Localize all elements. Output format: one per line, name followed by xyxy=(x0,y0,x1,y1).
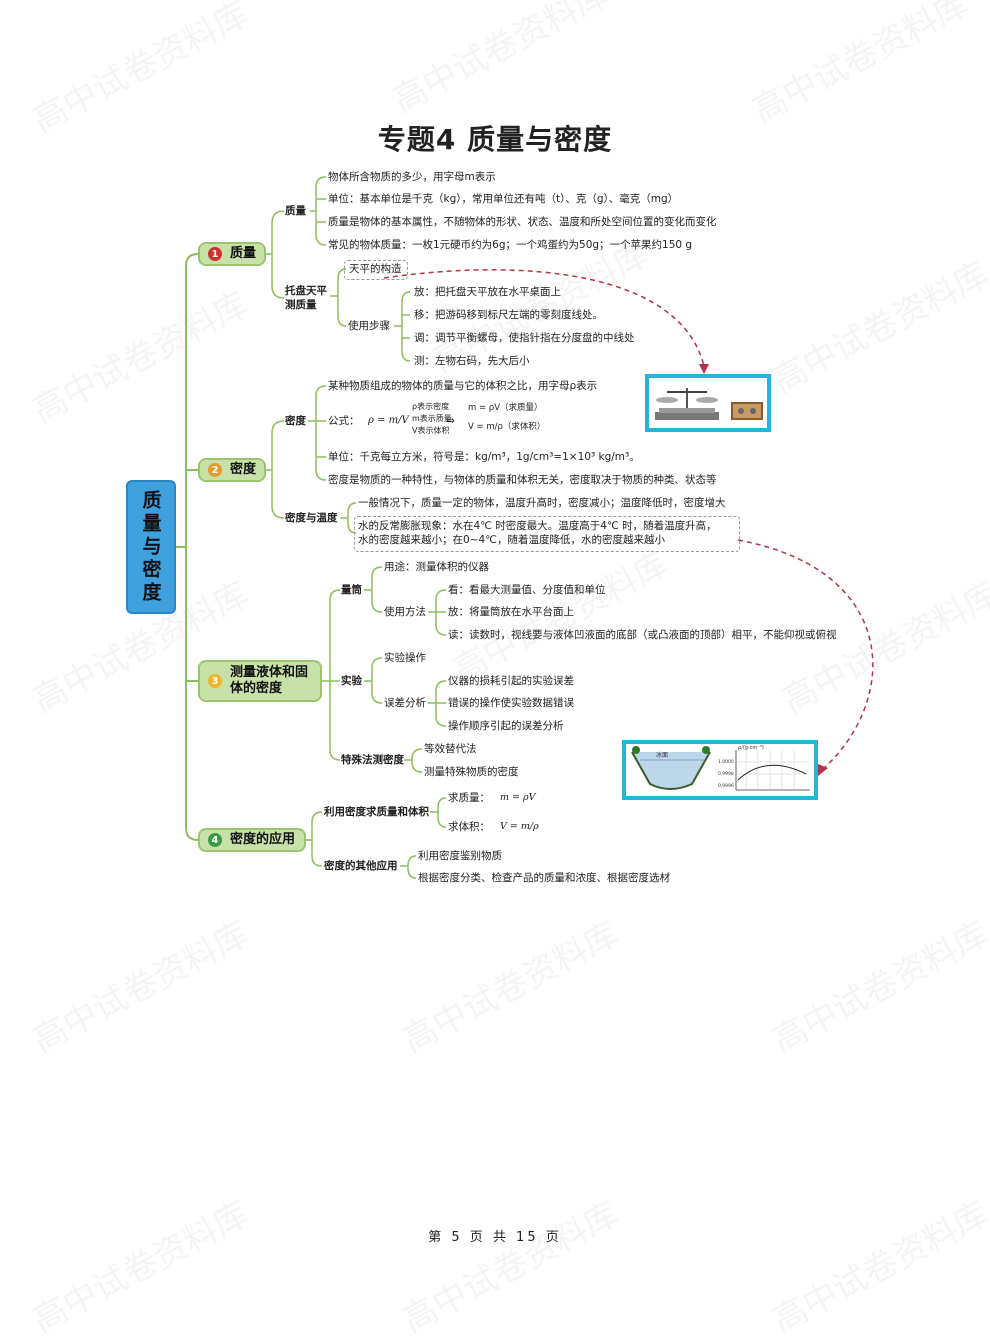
leaf-text: 调：调节平衡螺母，使指针指在分度盘的中线处 xyxy=(414,332,635,344)
leaf-text: 水的密度越来越小；在0~4℃，随着温度降低，水的密度越来越小 xyxy=(358,534,665,546)
branch-cylinder: 量筒 xyxy=(341,584,362,596)
section-label: 测量液体和固体的密度 xyxy=(230,665,309,696)
leaf-text: 读：读数时，视线要与液体凹液面的底部（或凸液面的顶部）相平，不能仰视或俯视 xyxy=(448,629,837,641)
leaf-text: 测量特殊物质的密度 xyxy=(424,766,519,778)
y-tick: 1.0000 xyxy=(718,759,734,765)
leaf-text: 质量是物体的基本属性，不随物体的形状、状态、温度和所处空间位置的变化而变化 xyxy=(328,216,717,228)
leaf-text: 水的反常膨胀现象：水在4℃ 时密度最大。温度高于4℃ 时，随着温度升高， xyxy=(358,520,717,532)
branch-method: 使用方法 xyxy=(384,606,426,618)
branch-error: 误差分析 xyxy=(384,697,426,709)
branch-balance: 托盘天平测质量 xyxy=(285,285,327,311)
formula-derived: m = ρV xyxy=(500,792,536,803)
leaf-text: 求体积： xyxy=(448,821,490,833)
branch-density: 密度 xyxy=(285,415,306,427)
leaf-text: 看：看最大测量值、分度值和单位 xyxy=(448,584,606,596)
formula-derived: m = ρV（求质量） xyxy=(468,403,543,413)
section-number-badge: 1 xyxy=(208,247,222,261)
leaf-text: 错误的操作使实验数据错误 xyxy=(448,697,574,709)
section-number-badge: 4 xyxy=(208,833,222,847)
leaf-text: 求质量： xyxy=(448,792,490,804)
branch-steps: 使用步骤 xyxy=(348,320,390,332)
section-density-application: 4 密度的应用 xyxy=(198,828,306,852)
formula-note: ρ表示密度 xyxy=(412,402,450,411)
section-label: 密度的应用 xyxy=(230,832,296,847)
structure-box xyxy=(344,260,408,280)
leaf-text: 放：把托盘天平放在水平桌面上 xyxy=(414,286,561,298)
branch-other-uses: 密度的其他应用 xyxy=(324,860,398,872)
page-title: 专题4 质量与密度 xyxy=(377,123,613,156)
balance-image xyxy=(645,374,771,432)
formula-note: m表示质量 xyxy=(412,414,452,423)
section-number-badge: 3 xyxy=(208,674,222,688)
section-label: 质量 xyxy=(230,246,257,261)
water-label: 冰面 xyxy=(656,751,668,759)
water-density-illustration: 冰面 ρ/(g·cm⁻³) 1.0000 0.9998 0.9996 xyxy=(631,745,810,791)
leaf-text: 用途：测量体积的仪器 xyxy=(384,561,489,573)
branch-mass: 质量 xyxy=(285,205,306,217)
leaf-text: 常见的物体质量：一枚1元硬币约为6g；一个鸡蛋约为50g；一个苹果约150 g xyxy=(328,239,693,251)
leaf-text: 操作顺序引起的误差分析 xyxy=(448,720,564,732)
leaf-text: 物体所含物质的多少，用字母m表示 xyxy=(328,171,496,183)
formula-derived: V = m/ρ xyxy=(500,821,539,832)
arrow-symbol: ⇒ xyxy=(446,415,455,427)
water-anomaly-box xyxy=(354,516,740,552)
leaf-text: 密度是物质的一种特性，与物体的质量和体积无关，密度取决于物质的种类、状态等 xyxy=(328,474,717,486)
root-label: 质量与密度 xyxy=(139,489,162,605)
leaf-text: 某种物质组成的物体的质量与它的体积之比，用字母ρ表示 xyxy=(328,380,598,392)
branch-special-method: 特殊法测密度 xyxy=(341,754,404,766)
leaf-text: 利用密度鉴别物质 xyxy=(418,850,502,862)
leaf-text: 一般情况下，质量一定的物体，温度升高时，密度减小；温度降低时，密度增大 xyxy=(358,497,726,509)
leaf-text: 仪器的损耗引起的实验误差 xyxy=(448,675,574,687)
leaf-text: 单位：基本单位是千克（kg），常用单位还有吨（t）、克（g）、毫克（mg） xyxy=(328,193,679,205)
root-node: 质量与密度 xyxy=(126,480,176,614)
page-footer: 第 5 页 共 15 页 xyxy=(428,1230,562,1245)
branch-calc: 利用密度求质量和体积 xyxy=(324,806,429,818)
formula-label: 公式： xyxy=(328,415,360,427)
balance-illustration xyxy=(655,388,763,420)
leaf-text: 移：把游码移到标尺左端的零刻度线处。 xyxy=(414,309,603,321)
formula-derived: V = m/ρ（求体积） xyxy=(468,422,546,432)
leaf-text: 单位：千克每立方米，符号是：kg/m³，1g/cm³=1×10³ kg/m³。 xyxy=(328,451,640,463)
section-density: 2 密度 xyxy=(198,458,266,482)
section-measure-density: 3 测量液体和固体的密度 xyxy=(198,660,322,702)
formula-main: ρ = m/V xyxy=(368,415,409,426)
y-tick: 0.9998 xyxy=(718,771,734,777)
leaf-text: 实验操作 xyxy=(384,652,426,664)
leaf-text: 放：将量筒放在水平台面上 xyxy=(448,606,574,618)
water-density-image: 冰面 ρ/(g·cm⁻³) 1.0000 0.9998 0.9996 xyxy=(622,740,818,800)
branch-experiment: 实验 xyxy=(341,675,362,687)
section-number-badge: 2 xyxy=(208,463,222,477)
formula-note: V表示体积 xyxy=(412,426,450,435)
leaf-text: 天平的构造 xyxy=(349,263,402,275)
leaf-text: 等效替代法 xyxy=(424,743,477,755)
chart-y-label: ρ/(g·cm⁻³) xyxy=(738,745,764,751)
branch-density-temperature: 密度与温度 xyxy=(285,512,338,524)
y-tick: 0.9996 xyxy=(718,783,734,789)
leaf-text: 根据密度分类、检查产品的质量和浓度、根据密度选材 xyxy=(418,872,670,884)
section-label: 密度 xyxy=(230,462,257,477)
leaf-text: 测：左物右码，先大后小 xyxy=(414,355,530,367)
section-mass: 1 质量 xyxy=(198,242,266,266)
